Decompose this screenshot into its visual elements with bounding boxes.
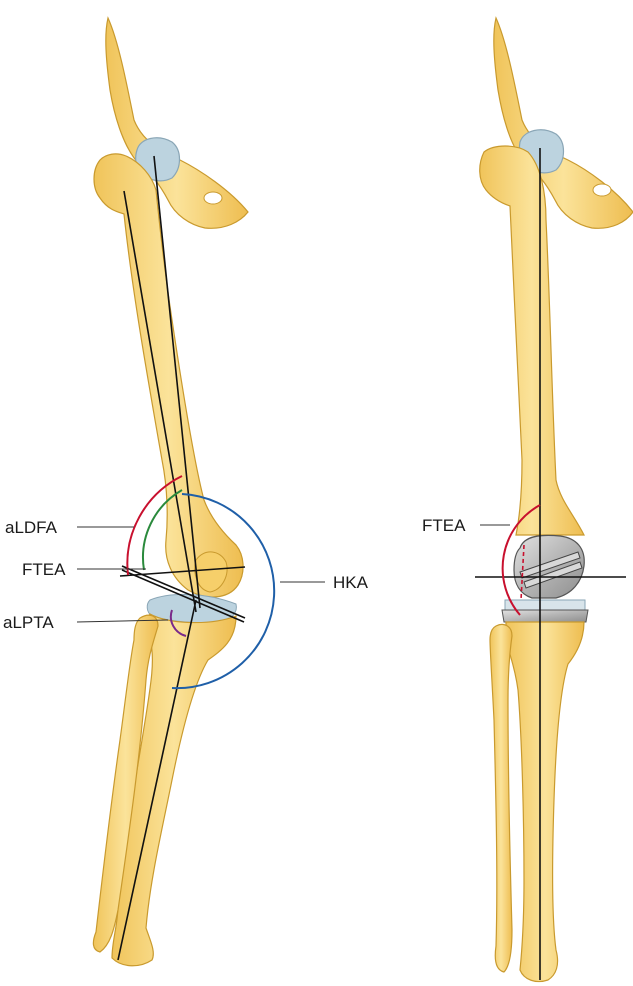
ftea-left-label: FTEA bbox=[22, 560, 66, 579]
ftea-right-label: FTEA bbox=[422, 516, 466, 535]
right-limb: FTEA bbox=[422, 18, 633, 982]
aldfa-label: aLDFA bbox=[5, 518, 58, 537]
alpta-label: aLPTA bbox=[3, 613, 54, 632]
left-obturator bbox=[204, 192, 222, 204]
right-fibula bbox=[490, 624, 512, 972]
right-tibia bbox=[506, 622, 584, 982]
right-obturator bbox=[593, 184, 611, 196]
left-limb: aLDFA FTEA aLPTA HKA bbox=[3, 18, 369, 966]
polyethylene-insert bbox=[505, 600, 585, 610]
tibial-tray bbox=[502, 610, 588, 622]
hka-label: HKA bbox=[333, 573, 369, 592]
